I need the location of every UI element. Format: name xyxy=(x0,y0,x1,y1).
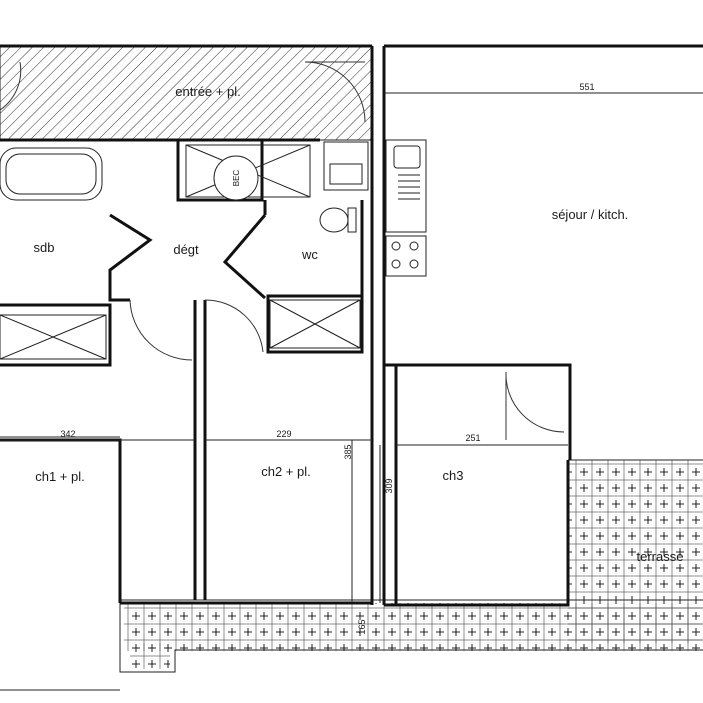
kitchen-sink xyxy=(385,139,427,233)
room-label-terrasse: terrasse xyxy=(637,549,684,564)
dimension-balcony-depth: 165 xyxy=(357,619,367,634)
bathtub xyxy=(0,147,103,201)
water-heater: BEC xyxy=(213,155,259,201)
dimension-lines xyxy=(0,92,703,603)
room-label-ch2: ch2 + pl. xyxy=(261,464,311,479)
dimension-sejour-width: 551 xyxy=(579,82,594,92)
doors xyxy=(0,61,565,440)
walls xyxy=(0,44,703,691)
wc-toilet xyxy=(319,207,357,233)
dimension-ch3-depth: 309 xyxy=(384,478,394,493)
room-label-sdb: sdb xyxy=(34,240,55,255)
room-label-degt: dégt xyxy=(173,242,199,257)
dimension-ch1-width: 342 xyxy=(60,429,75,439)
terrace-area xyxy=(119,459,703,673)
dimension-ch2-depth: 385 xyxy=(343,444,353,459)
room-label-sejour: séjour / kitch. xyxy=(552,207,629,222)
room-label-ch1: ch1 + pl. xyxy=(35,469,85,484)
room-label-wc: wc xyxy=(301,247,318,262)
fridge-unit xyxy=(323,141,369,191)
water-heater-label: BEC xyxy=(232,170,241,187)
storage-closets xyxy=(0,299,361,360)
dimension-ch2-width: 229 xyxy=(276,429,291,439)
dimension-ch3-width: 251 xyxy=(465,433,480,443)
room-label-entree: entrée + pl. xyxy=(175,84,240,99)
room-label-ch3: ch3 xyxy=(443,468,464,483)
kitchen-cooktop xyxy=(385,235,427,277)
